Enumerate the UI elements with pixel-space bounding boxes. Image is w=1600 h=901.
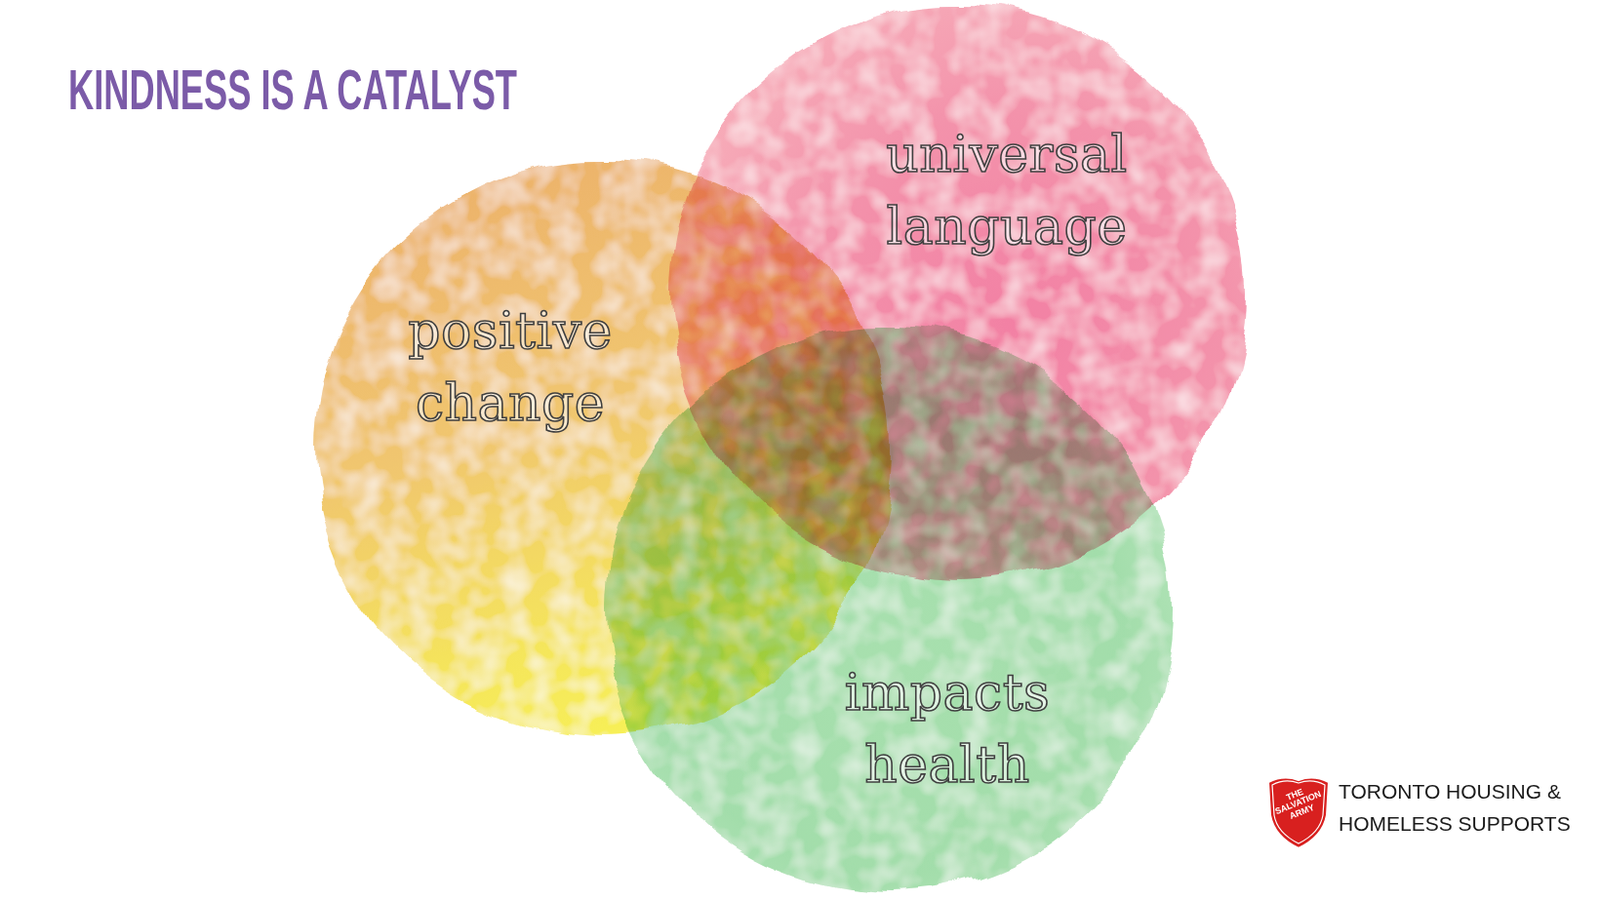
watercolor-fill [603,325,1172,894]
organization-name: TORONTO HOUSING & HOMELESS SUPPORTS [1338,776,1578,840]
venn-circle: impacts health [603,325,1172,894]
circle-label: universal language [885,119,1127,264]
watercolor-circle [574,296,1201,901]
circle-label: positive change [407,295,613,440]
circle-label: impacts health [844,657,1050,802]
title: KINDNESS IS A CATALYST [68,56,518,122]
